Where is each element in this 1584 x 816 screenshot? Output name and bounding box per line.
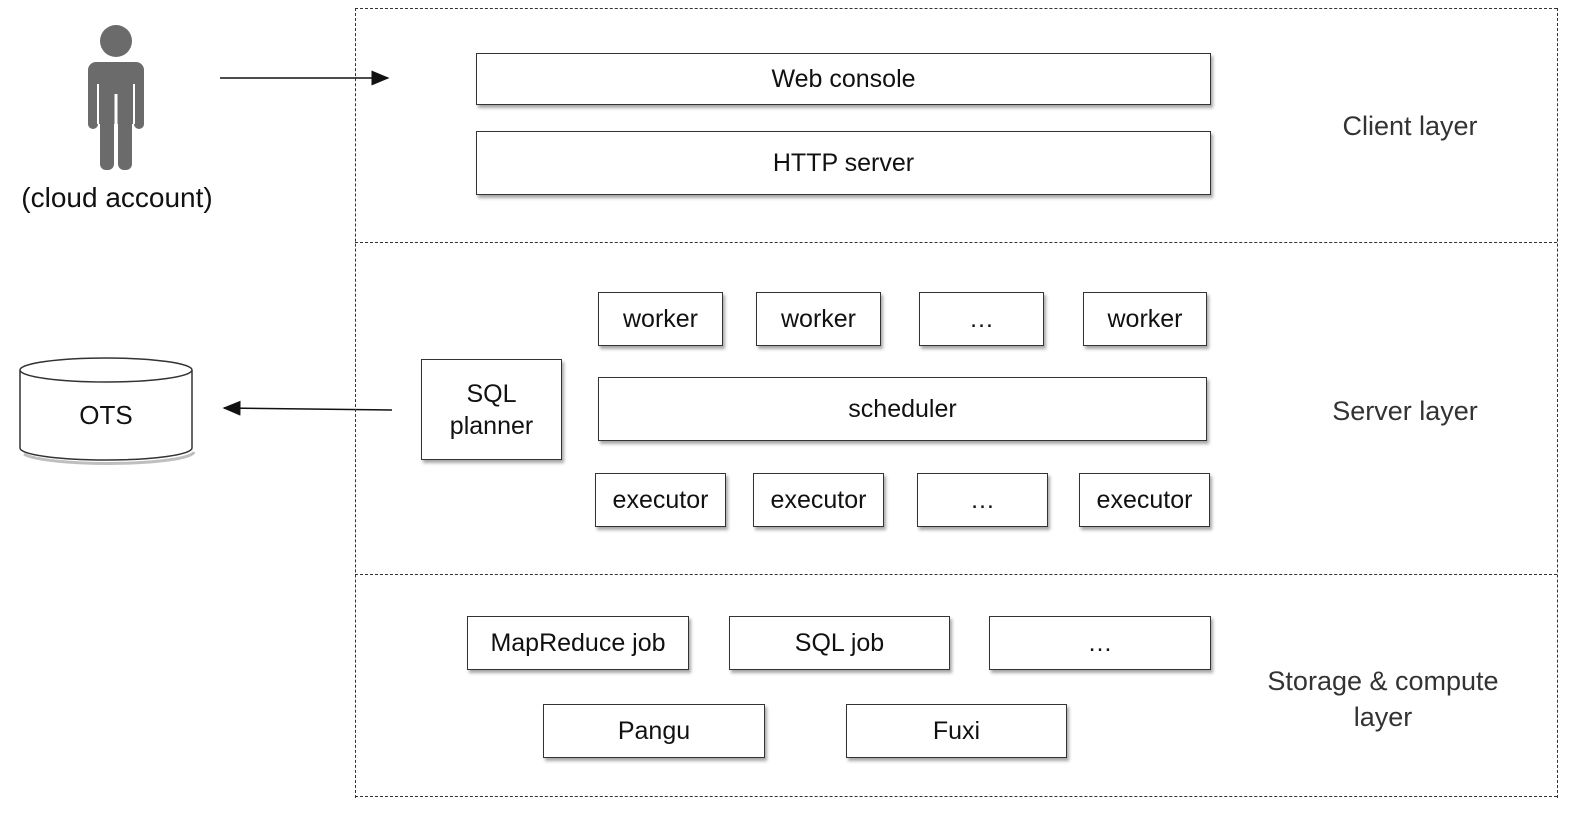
- server-layer-label: Server layer: [1332, 396, 1478, 426]
- layers-frame-top: [355, 8, 1557, 9]
- layer-divider-server-storage: [355, 574, 1557, 575]
- client-layer-label: Client layer: [1342, 111, 1478, 141]
- executor-box-1: executor: [595, 473, 726, 527]
- scheduler-box: scheduler: [598, 377, 1207, 441]
- worker-box-1: worker: [598, 292, 723, 346]
- sql-planner-box: SQL planner: [421, 359, 562, 460]
- executor-box-2: executor: [753, 473, 884, 527]
- storage-layer-label: Storage & compute layer: [1267, 666, 1499, 732]
- pangu-box: Pangu: [543, 704, 765, 758]
- worker-box-3: worker: [1083, 292, 1207, 346]
- executor-box-3: executor: [1079, 473, 1210, 527]
- layers-frame-left: [355, 8, 356, 798]
- http-server-box: HTTP server: [476, 131, 1211, 195]
- layers-frame-right: [1557, 8, 1558, 798]
- ots-label: OTS: [79, 400, 133, 430]
- job-box-ellipsis: …: [989, 616, 1211, 670]
- actor-label: (cloud account): [21, 182, 213, 213]
- sql-job-box: SQL job: [729, 616, 950, 670]
- fuxi-box: Fuxi: [846, 704, 1067, 758]
- database-icon: [19, 357, 196, 465]
- worker-box-2: worker: [756, 292, 881, 346]
- worker-box-ellipsis: …: [919, 292, 1044, 346]
- person-icon: [88, 25, 144, 170]
- layer-divider-client-server: [355, 242, 1557, 243]
- mapreduce-job-box: MapReduce job: [467, 616, 689, 670]
- layers-frame-bottom: [355, 796, 1557, 797]
- executor-box-ellipsis: …: [917, 473, 1048, 527]
- web-console-box: Web console: [476, 53, 1211, 105]
